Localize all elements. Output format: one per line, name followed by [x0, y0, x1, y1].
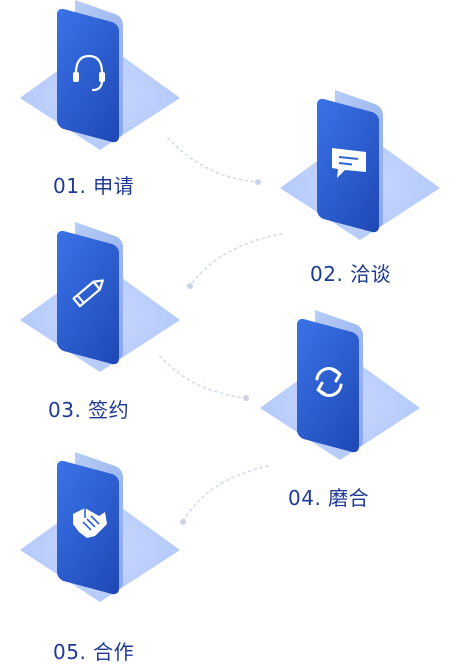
connector-dot-3-4	[243, 395, 249, 401]
step-1-graphic	[20, 0, 180, 150]
step-5-label: 05. 合作	[53, 640, 135, 664]
step-4-label: 04. 磨合	[288, 486, 370, 510]
chat-bubble-icon	[332, 148, 366, 178]
step-1-label: 01. 申请	[53, 174, 135, 198]
step-5	[15, 452, 185, 602]
step-1	[15, 0, 185, 150]
step-4-graphic	[260, 310, 420, 460]
connector-1-2	[167, 137, 259, 183]
step-5-graphic	[20, 452, 180, 602]
step-4-card-front	[297, 318, 359, 453]
step-3	[15, 222, 185, 372]
step-2-graphic	[280, 90, 440, 240]
connector-dot-4-5	[180, 519, 186, 525]
step-2-label: 02. 洽谈	[310, 262, 392, 286]
step-3-graphic	[20, 222, 180, 372]
connector-dot-2-3	[187, 283, 193, 289]
step-3-card-front	[57, 230, 119, 365]
headset-icon	[73, 54, 105, 92]
step-3-label: 03. 签约	[48, 398, 130, 422]
refresh-cycle-icon	[315, 367, 343, 397]
step-2	[275, 90, 445, 240]
pencil-icon	[72, 279, 104, 308]
connector-dot-1-2	[255, 179, 261, 185]
step-1-card-front	[57, 8, 119, 143]
connector-3-4	[159, 355, 247, 399]
connector-4-5	[182, 465, 269, 523]
connector-2-3	[189, 233, 283, 287]
step-4	[255, 310, 425, 460]
handshake-icon	[73, 508, 107, 538]
